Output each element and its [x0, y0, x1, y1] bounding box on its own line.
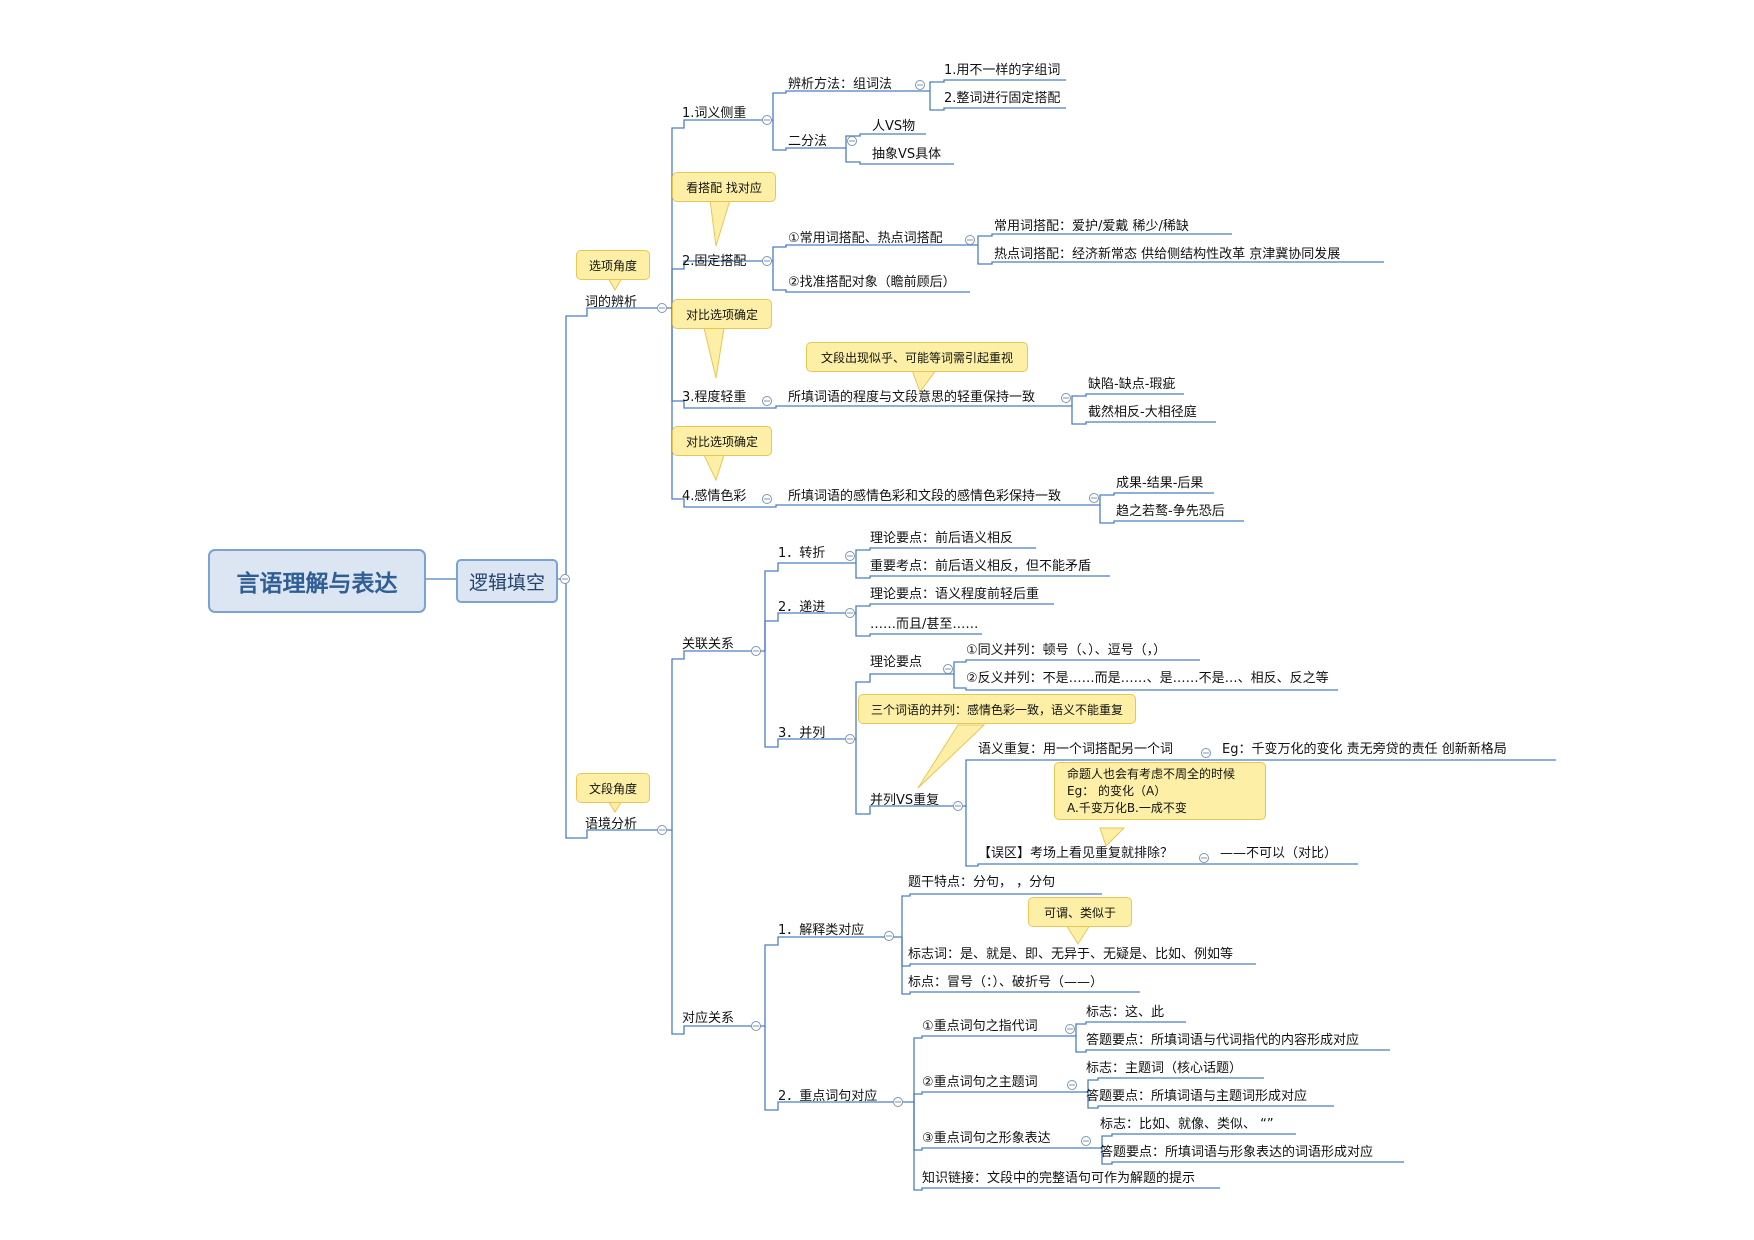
node-ciyi[interactable]: 1.词义侧重: [682, 106, 747, 121]
node-bianxi[interactable]: 辨析方法：组词法: [788, 77, 893, 92]
leaf[interactable]: 题干特点：分句， ，分句: [908, 875, 1056, 890]
leaf[interactable]: ①同义并列：顿号（、）、逗号（，）: [966, 643, 1167, 658]
callout-sihu: 文段出现似乎、可能等词需引起重视: [806, 342, 1028, 372]
callout-line: 命题人也会有考虑不周全的时候: [1067, 766, 1236, 781]
leaf[interactable]: 抽象VS具体: [872, 147, 942, 162]
node-duiying[interactable]: 对应关系: [682, 1011, 735, 1026]
leaf[interactable]: 标志：这、此: [1086, 1005, 1165, 1020]
leaf[interactable]: ——不可以（对比）: [1220, 846, 1338, 861]
leaf[interactable]: 成果-结果-后果: [1116, 476, 1204, 491]
leaf[interactable]: 2.整词进行固定搭配: [944, 91, 1061, 106]
leaf[interactable]: 理论要点：语义程度前轻后重: [870, 587, 1040, 602]
leaf[interactable]: 重要考点：前后语义相反，但不能矛盾: [870, 559, 1092, 574]
leaf[interactable]: 标志：主题词（核心话题）: [1086, 1061, 1243, 1076]
node-zhuanzhe[interactable]: 1．转折: [778, 546, 826, 561]
leaf[interactable]: Eg：千变万化的变化 责无旁贷的责任 创新新格局: [1222, 742, 1507, 757]
leaf[interactable]: 标志：比如、就像、类似、 “”: [1100, 1117, 1274, 1132]
leaf[interactable]: 1.用不一样的字组词: [944, 63, 1061, 78]
callout-kandapei: 看搭配 找对应: [672, 172, 776, 202]
node-xingxiang[interactable]: ③重点词句之形象表达: [922, 1131, 1051, 1146]
callout-line: A.千变万化B.一成不变: [1067, 800, 1187, 815]
callout-xuanxiang: 选项角度: [576, 250, 650, 280]
node-zhongdian[interactable]: 2．重点词句对应: [778, 1089, 878, 1104]
callout-line: Eg： 的变化（A）: [1067, 783, 1167, 798]
main-topic[interactable]: 逻辑填空: [456, 559, 558, 603]
callout-sanci: 三个词语的并列：感情色彩一致，语义不能重复: [858, 694, 1136, 724]
callout-duibi: 对比选项确定: [672, 426, 772, 456]
node-chengdu-rule[interactable]: 所填词语的程度与文段意思的轻重保持一致: [788, 390, 1036, 405]
node-chongfu[interactable]: 并列VS重复: [870, 793, 940, 808]
node-yuyi-chongfu[interactable]: 语义重复：用一个词搭配另一个词: [978, 742, 1174, 757]
node-cifenxi[interactable]: 词的辨析: [585, 295, 638, 310]
node-binglie[interactable]: 3．并列: [778, 726, 826, 741]
callout-wenduan: 文段角度: [576, 773, 650, 803]
leaf[interactable]: 理论要点：前后语义相反: [870, 531, 1014, 546]
node-zhuti[interactable]: ②重点词句之主题词: [922, 1075, 1038, 1090]
callout-duibi: 对比选项确定: [672, 299, 772, 329]
node-chengdu[interactable]: 3.程度轻重: [682, 390, 747, 405]
root-topic[interactable]: 言语理解与表达: [208, 549, 426, 613]
leaf[interactable]: 趋之若鹜-争先恐后: [1116, 504, 1225, 519]
node-zhaozhun[interactable]: ②找准搭配对象（瞻前顾后）: [788, 275, 956, 290]
node-guanlian[interactable]: 关联关系: [682, 637, 735, 652]
leaf[interactable]: 标志词：是、就是、即、无异于、无疑是、比如、例如等: [908, 947, 1234, 962]
node-zhishi[interactable]: 知识链接：文段中的完整语句可作为解题的提示: [922, 1171, 1196, 1186]
leaf[interactable]: 常用词搭配：爱护/爱戴 稀少/稀缺: [994, 219, 1189, 234]
leaf[interactable]: 人VS物: [872, 119, 916, 134]
node-yujing[interactable]: 语境分析: [585, 817, 638, 832]
leaf[interactable]: ……而且/甚至……: [870, 617, 979, 632]
node-ganqing[interactable]: 4.感情色彩: [682, 489, 747, 504]
node-ganqing-rule[interactable]: 所填词语的感情色彩和文段的感情色彩保持一致: [788, 489, 1062, 504]
leaf[interactable]: 答题要点：所填词语与主题词形成对应: [1086, 1089, 1308, 1104]
leaf[interactable]: 缺陷-缺点-瑕疵: [1088, 377, 1176, 392]
leaf[interactable]: 截然相反-大相径庭: [1088, 405, 1197, 420]
node-wuqu[interactable]: 【误区】考场上看见重复就排除？: [978, 846, 1174, 861]
node-zhidai[interactable]: ①重点词句之指代词: [922, 1019, 1038, 1034]
node-changyong[interactable]: ①常用词搭配、热点词搭配: [788, 231, 943, 246]
leaf[interactable]: 答题要点：所填词语与代词指代的内容形成对应: [1086, 1033, 1360, 1048]
callout-kewei: 可谓、类似于: [1028, 897, 1132, 927]
leaf[interactable]: 答题要点：所填词语与形象表达的词语形成对应: [1100, 1145, 1374, 1160]
node-jieshi[interactable]: 1．解释类对应: [778, 923, 865, 938]
leaf[interactable]: ②反义并列：不是……而是……、是……不是…、相反、反之等: [966, 671, 1329, 686]
node-lilun[interactable]: 理论要点: [870, 655, 923, 670]
callout-mingti: 命题人也会有考虑不周全的时候 Eg： 的变化（A） A.千变万化B.一成不变: [1054, 762, 1266, 820]
node-dijin[interactable]: 2．递进: [778, 600, 826, 615]
node-erfen[interactable]: 二分法: [788, 134, 828, 149]
leaf[interactable]: 标点：冒号（：）、破折号（——）: [908, 975, 1104, 990]
node-gudingdapei[interactable]: 2.固定搭配: [682, 254, 747, 269]
leaf[interactable]: 热点词搭配：经济新常态 供给侧结构性改革 京津冀协同发展: [994, 247, 1341, 262]
